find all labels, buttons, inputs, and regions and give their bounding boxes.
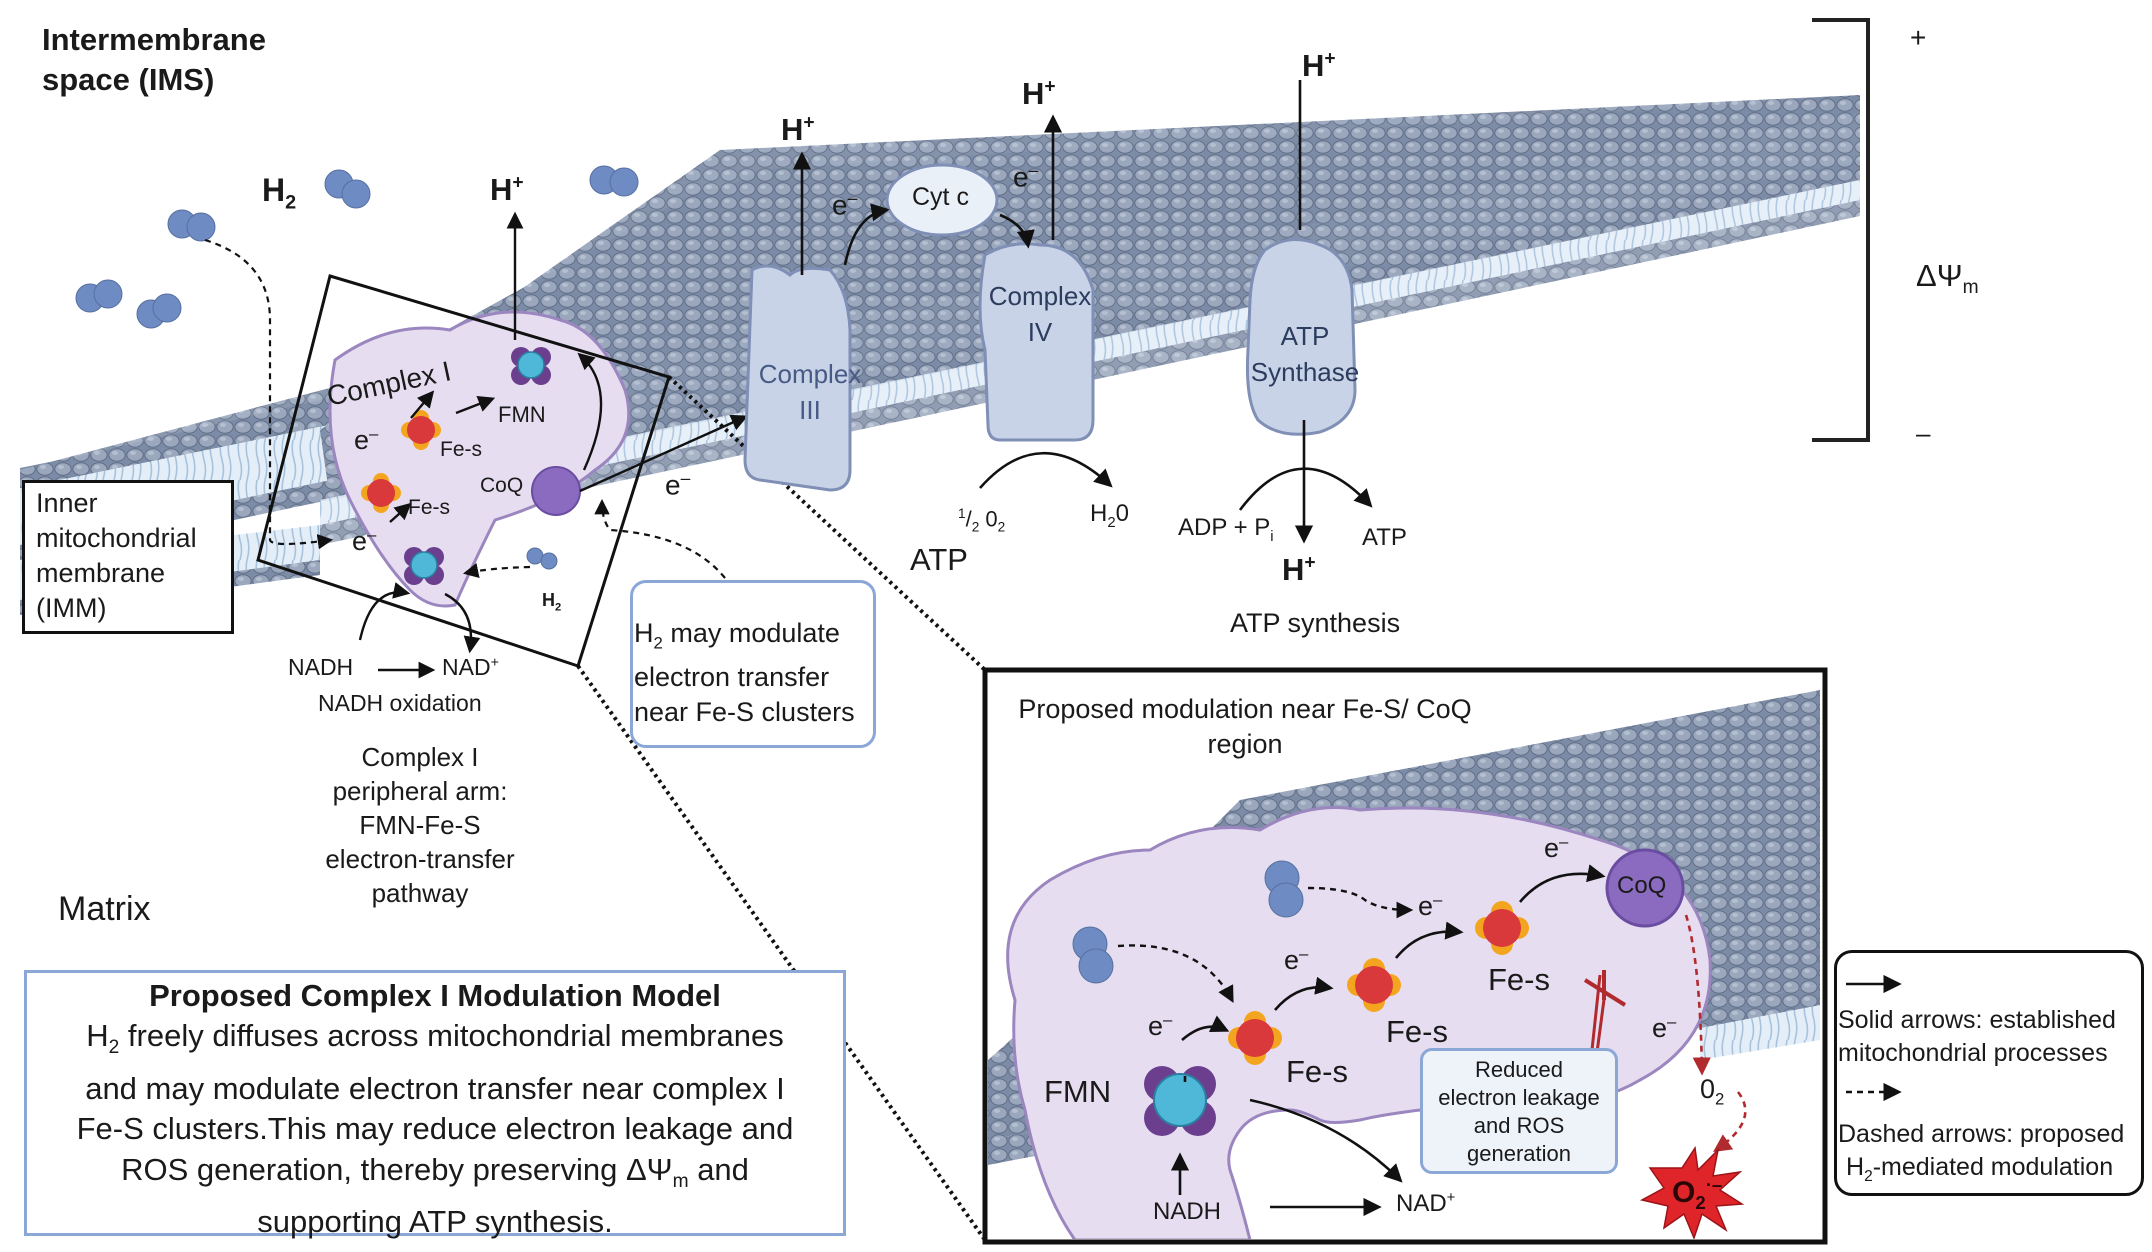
zoom-lines	[576, 375, 987, 1242]
potential-plus: +	[1910, 22, 1927, 53]
h2-callout-box	[630, 580, 876, 748]
inset-electron-3: e–	[1418, 890, 1443, 921]
proton-matrix-atp: H+	[1282, 552, 1316, 587]
nad-plus-label: NAD+	[442, 654, 499, 680]
electron-cytc-iv: e–	[1013, 160, 1039, 193]
proton-complex-i: H+	[490, 172, 524, 207]
inset-panel	[982, 667, 1828, 1245]
complex-i-fes-b: Fe-s	[408, 496, 450, 519]
reduced-leakage-text: Reduced electron leakage and ROS generat…	[1438, 1057, 1600, 1166]
peripheral-arm-caption: Complex I peripheral arm: FMN-Fe-S elect…	[325, 742, 515, 908]
h2-small-label: H2	[542, 590, 562, 614]
ims-label-line1: Intermembrane	[42, 22, 266, 57]
imm-label-box	[22, 480, 234, 634]
potential-minus: –	[1916, 418, 1931, 448]
atp-synthase	[1245, 238, 1357, 436]
atp-complex-iv-label: ATP	[910, 542, 968, 577]
legend-dashed-text: Dashed arrows: proposed H2-mediated modu…	[1838, 1120, 2125, 1185]
complex-iii	[743, 264, 852, 492]
h2-molecules	[75, 165, 639, 570]
inset-electron-4: e–	[1544, 832, 1569, 863]
inset-electron-leak: e–	[1652, 1012, 1677, 1043]
complex-i	[328, 310, 631, 608]
complex-iv	[978, 242, 1095, 442]
inset-fes-2: Fe-s	[1386, 1014, 1448, 1049]
model-summary-body: H2 freely diffuses across mitochondrial …	[76, 1018, 794, 1240]
inset-electron-1: e–	[1148, 1010, 1173, 1041]
proton-complex-iii: H+	[781, 112, 815, 147]
delta-psi-label: ΔΨm	[1916, 258, 1979, 299]
inset-coq: CoQ	[1617, 872, 1667, 899]
electron-complex-i-1: e–	[354, 424, 379, 455]
half-o2-label: 1/2 02	[958, 506, 1006, 535]
electron-coq-iii: e–	[665, 468, 691, 501]
reduced-leakage-box	[1420, 1048, 1618, 1174]
complex-i-coq: CoQ	[480, 474, 524, 497]
cytochrome-c	[885, 163, 999, 237]
superoxide-burst	[1639, 1145, 1745, 1239]
complex-i-dashed-arrows	[462, 498, 726, 579]
h2o-label: H20	[1090, 500, 1129, 531]
nadh-label: NADH	[288, 654, 354, 680]
complex-i-arrows	[358, 211, 749, 679]
inset-superoxide: O2·–	[1672, 1174, 1723, 1213]
inset-fmn: FMN	[1044, 1074, 1112, 1109]
inset-electron-2: e–	[1284, 944, 1309, 975]
h2-callout-text: H2 may modulate electron transfer near F…	[634, 618, 855, 728]
proton-ims-atp: H+	[1302, 48, 1336, 83]
electron-complex-i-2: e–	[352, 525, 377, 556]
nadh-oxidation-label: NADH oxidation	[318, 690, 482, 716]
electron-iii-cytc: e–	[832, 188, 858, 221]
model-summary-box	[24, 970, 846, 1236]
ims-label-line2: space (IMS)	[42, 62, 215, 97]
membrane-potential-bracket	[1812, 18, 1870, 442]
imm-label: Inner mitochondrial membrane (IMM)	[36, 488, 197, 623]
inset-fes-3: Fe-s	[1488, 962, 1550, 997]
inset-o2: 02	[1700, 1074, 1725, 1109]
inset-nad-plus: NAD+	[1396, 1190, 1456, 1217]
proton-complex-iv: H+	[1022, 76, 1056, 111]
h2-label: H2	[262, 172, 297, 214]
legend-arrows	[1846, 974, 1902, 1102]
complex-i-fes-a: Fe-s	[440, 438, 482, 461]
atp-synthesis-label: ATP synthesis	[1230, 608, 1401, 638]
model-summary-title: Proposed Complex I Modulation Model	[149, 978, 721, 1013]
cyt-c-label: Cyt c	[912, 183, 969, 211]
h2-diffusion-arrow	[204, 238, 334, 550]
inset-nadh: NADH	[1153, 1198, 1222, 1225]
matrix-label: Matrix	[58, 890, 151, 928]
adp-pi-label: ADP + Pi	[1178, 514, 1274, 545]
etc-arrows	[792, 80, 1373, 544]
complex-i-fmn: FMN	[498, 402, 546, 427]
inset-fes-1: Fe-s	[1286, 1054, 1348, 1089]
atp-product-label: ATP	[1362, 524, 1407, 551]
